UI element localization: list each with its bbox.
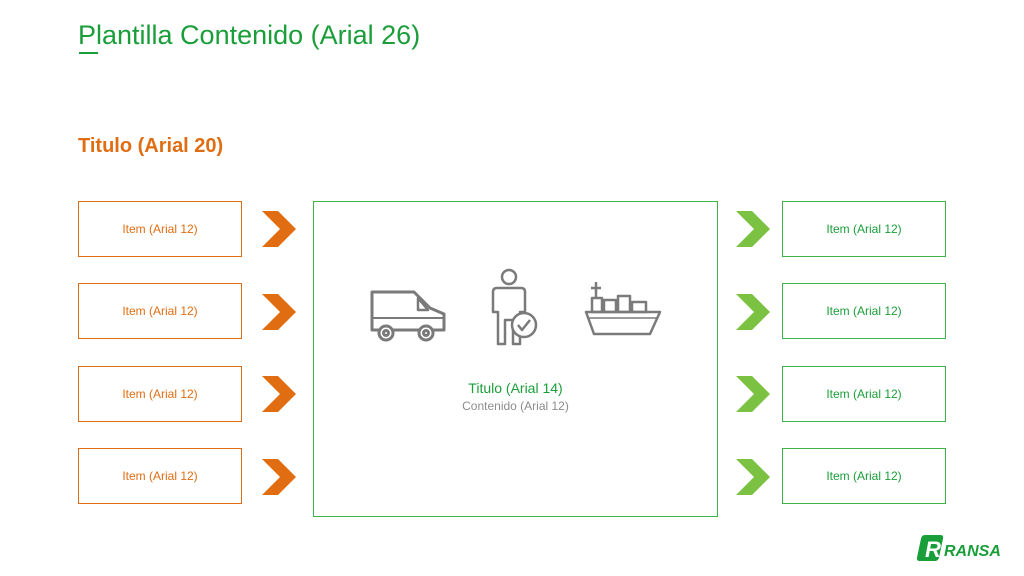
cargo-ship-icon <box>584 282 662 336</box>
left-item-2: Item (Arial 12) <box>78 283 242 339</box>
title-underline <box>79 52 98 54</box>
logo-text: RANSA <box>944 543 1001 560</box>
center-content: Contenido (Arial 12) <box>462 399 569 413</box>
left-item-2-label: Item (Arial 12) <box>122 304 198 318</box>
slide-title: Plantilla Contenido (Arial 26) <box>78 20 421 50</box>
left-item-3-label: Item (Arial 12) <box>122 387 198 401</box>
left-item-4: Item (Arial 12) <box>78 448 242 504</box>
right-item-4: Item (Arial 12) <box>782 448 946 504</box>
left-item-1: Item (Arial 12) <box>78 201 242 257</box>
right-item-2-label: Item (Arial 12) <box>826 304 902 318</box>
right-item-3-label: Item (Arial 12) <box>826 387 902 401</box>
right-item-4-label: Item (Arial 12) <box>826 469 902 483</box>
right-item-1-label: Item (Arial 12) <box>826 222 902 236</box>
orange-chevron-icon <box>262 211 296 247</box>
green-chevron-icon <box>736 211 770 247</box>
left-item-1-label: Item (Arial 12) <box>122 222 198 236</box>
center-panel: Titulo (Arial 14) Contenido (Arial 12) <box>313 201 718 517</box>
svg-text:R: R <box>925 537 941 562</box>
right-item-3: Item (Arial 12) <box>782 366 946 422</box>
green-chevron-icon <box>736 376 770 412</box>
orange-chevron-icon <box>262 294 296 330</box>
green-chevron-icon <box>736 294 770 330</box>
left-item-4-label: Item (Arial 12) <box>122 469 198 483</box>
right-item-2: Item (Arial 12) <box>782 283 946 339</box>
orange-chevron-icon <box>262 376 296 412</box>
center-title: Titulo (Arial 14) <box>468 380 563 396</box>
orange-chevron-icon <box>262 459 296 495</box>
ransa-logo: R RANSA <box>916 535 1001 562</box>
green-chevron-icon <box>736 459 770 495</box>
section-title: Titulo (Arial 20) <box>78 135 224 157</box>
person-check-icon <box>491 268 538 346</box>
delivery-van-icon <box>370 290 446 342</box>
right-item-1: Item (Arial 12) <box>782 201 946 257</box>
left-item-3: Item (Arial 12) <box>78 366 242 422</box>
